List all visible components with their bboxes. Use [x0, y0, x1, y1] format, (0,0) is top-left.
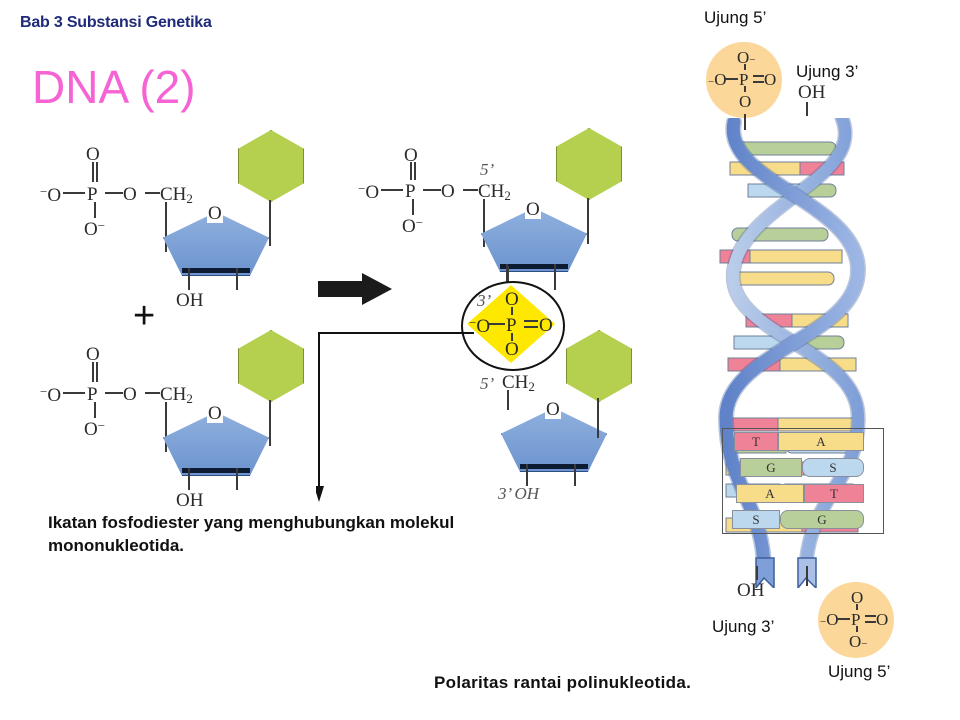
phosphodiester-bond-group: 3’ O −O P O O [461, 281, 561, 367]
helix-bottom-phosphate-o-left: −O [820, 610, 839, 629]
base-pair-row-1-right: S [802, 458, 864, 477]
sugar-2-ring-oxygen: O [207, 403, 223, 424]
helix-top-phosphate-o-bottom: O [739, 92, 752, 111]
product-label-5prime-ch2: 5’ [480, 374, 495, 393]
product-phosphate-center-p: P [405, 181, 416, 202]
helix-bottom-3prime-hydroxyl: OH [737, 580, 765, 601]
helix-bottom-3prime-label: Ujung 3’ [712, 617, 775, 636]
product-phosphate-ester-oxygen: O [441, 181, 455, 202]
product-sugar-top-ring-oxygen: O [525, 199, 541, 220]
phosphate-1-left-oxygen: −O [40, 184, 62, 206]
nitrogen-base-2 [238, 330, 304, 402]
phosphate-2-top-oxygen: O [86, 344, 100, 365]
product-sugar-bottom-front-edge [520, 464, 588, 469]
reactant-2-hydroxyl: OH [176, 490, 204, 511]
slide-title: DNA (2) [32, 61, 196, 113]
base-pair-detail-box [722, 428, 884, 534]
helix-bottom-phosphate-circle [818, 582, 894, 658]
phosphate-1-bottom-oxygen: O− [84, 218, 106, 240]
helix-bottom-phosphate-p: P [851, 610, 861, 629]
helix-bottom-phosphate-o-right: O [876, 610, 889, 629]
product-phosphate-bottom-oxygen: O− [402, 215, 424, 237]
product-label-3prime-oh: 3’ OH [498, 484, 540, 503]
reaction-arrow-icon [318, 272, 394, 306]
base-pair-row-0-left: T [734, 432, 778, 451]
helix-bottom-phosphate-group: O −O P O O− [818, 582, 894, 658]
product-label-5prime-top: 5’ [480, 160, 495, 179]
helix-top-3prime-label: Ujung 3’ [796, 62, 859, 81]
helix-top-phosphate-o-top: O− [737, 48, 756, 67]
bond-label-3prime: 3’ [477, 291, 492, 310]
base-pair-row-3-right: G [780, 510, 864, 529]
reactant-nucleotide-1: O −O P O− O CH2 O OH [0, 130, 330, 330]
bond-left-oxygen: −O [469, 315, 491, 337]
helix-top-phosphate-group: O− −O P O O [706, 42, 782, 118]
product-sugar-bottom-ring-oxygen: O [545, 399, 561, 420]
bond-center-p: P [506, 315, 517, 336]
product-nitrogen-base-bottom [566, 330, 632, 402]
helix-bottom-phosphate-o-bottom: O− [849, 632, 868, 651]
helix-top-3prime-hydroxyl: OH [798, 82, 826, 103]
product-ch2-bottom: CH2 [502, 372, 535, 394]
phosphate-1-center-p: P [87, 184, 98, 205]
chapter-label: Bab 3 Substansi Genetika [20, 14, 212, 31]
reactant-2-ch2: CH2 [160, 384, 193, 406]
helix-top-phosphate-o-right: O [764, 70, 777, 89]
base-pair-row-1-left: G [740, 458, 802, 477]
product-ch2-top: CH2 [478, 181, 511, 203]
helix-top-phosphate-p: P [739, 70, 749, 89]
product-sugar-top-front-edge [500, 264, 568, 269]
bond-bottom-oxygen: O [505, 339, 519, 360]
phosphate-2-ester-oxygen: O [123, 384, 137, 405]
caption-leader-line [314, 330, 476, 505]
phosphate-2-left-oxygen: −O [40, 384, 62, 406]
sugar-1-ring-oxygen: O [207, 203, 223, 224]
base-pair-row-3-left: S [732, 510, 780, 529]
phosphate-1-top-oxygen: O [86, 144, 100, 165]
helix-bottom-5prime-label: Ujung 5’ [828, 662, 891, 681]
helix-top-phosphate-o-left: −O [708, 70, 727, 89]
sugar-2-front-edge [182, 468, 250, 473]
product-dinucleotide: O −O P O− O 5’ CH2 O O 3’ OH 5’ CH2 [350, 128, 700, 520]
phosphate-2-center-p: P [87, 384, 98, 405]
reactant-1-hydroxyl: OH [176, 290, 204, 311]
product-phosphate-left-oxygen: −O [358, 181, 380, 203]
helix-top-5prime-label: Ujung 5’ [704, 8, 767, 27]
phosphodiester-caption: Ikatan fosfodiester yang menghubungkan m… [48, 513, 455, 555]
sugar-1-front-edge [182, 268, 250, 273]
base-pair-detail-contents: T A G S A T S G [722, 428, 882, 532]
phosphate-1-ester-oxygen: O [123, 184, 137, 205]
base-pair-row-2-left: A [736, 484, 804, 503]
phosphate-2-bottom-oxygen: O− [84, 418, 106, 440]
polarity-caption: Polaritas rantai polinukleotida. [434, 673, 692, 692]
helix-top-phosphate-circle [706, 42, 782, 118]
bond-top-oxygen: O [505, 289, 519, 310]
reactant-nucleotide-2: O −O P O− O CH2 O OH [0, 330, 330, 530]
product-nitrogen-base-top [556, 128, 622, 200]
bond-right-oxygen: O [539, 315, 553, 336]
base-pair-row-2-right: T [804, 484, 864, 503]
reactant-1-ch2: CH2 [160, 184, 193, 206]
plus-sign: + [133, 295, 156, 337]
helix-bottom-phosphate-o-top: O [851, 588, 864, 607]
product-phosphate-top-oxygen: O [404, 145, 418, 166]
base-pair-row-0-right: A [778, 432, 864, 451]
nitrogen-base-1 [238, 130, 304, 202]
